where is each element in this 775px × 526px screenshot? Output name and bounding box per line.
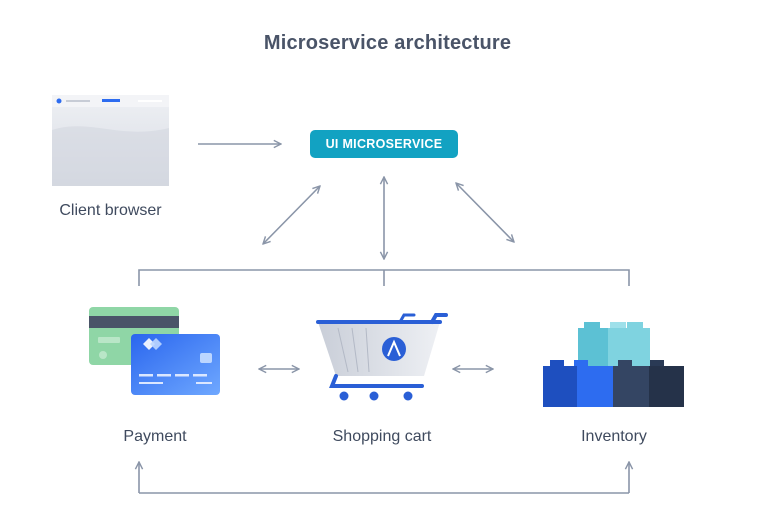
client-browser-icon [52,95,169,186]
bricks-icon [543,322,684,407]
shopping-cart-icon [316,313,448,401]
ui-microservice-node: UI MICROSERVICE [310,130,458,158]
shopping-cart-label: Shopping cart [332,428,432,445]
arrow-ui-inventory [456,183,514,242]
payment-label: Payment [123,428,187,445]
inventory-label: Inventory [581,428,647,445]
diagram-title: Microservice architecture [263,32,512,54]
credit-card-icon [89,307,220,395]
client-browser-label: Client browser [59,202,162,219]
arrow-ui-payment [263,186,320,244]
